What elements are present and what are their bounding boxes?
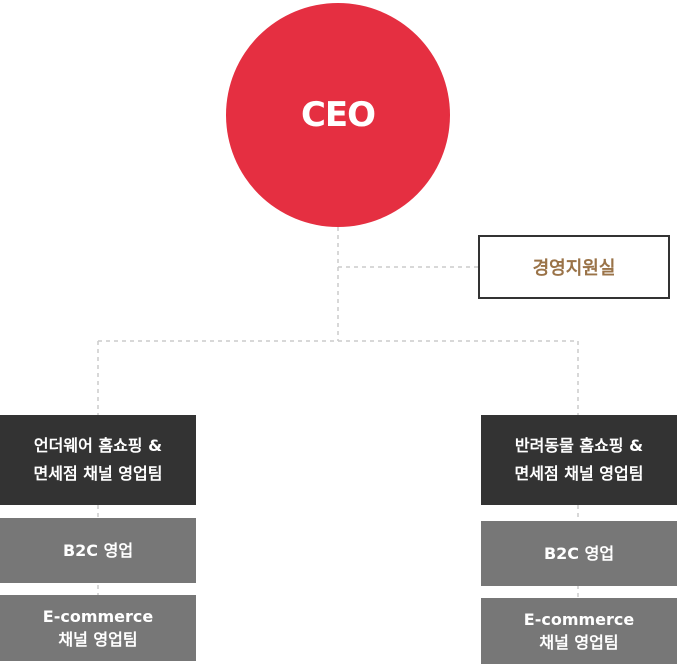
ecommerce-label-line1: E-commerce bbox=[523, 610, 635, 629]
team-label-line1: 반려동물 홈쇼핑 & bbox=[514, 436, 644, 455]
team-label-line2: 면세점 채널 영업팀 bbox=[514, 464, 644, 483]
support-office-node: 경영지원실 bbox=[478, 235, 670, 299]
team-label-line2: 면세점 채널 영업팀 bbox=[33, 464, 163, 483]
ecommerce-label-line2: 채널 영업팀 bbox=[58, 630, 138, 649]
right-b2c-sales-node: B2C 영업 bbox=[481, 521, 677, 586]
pet-sales-team-node: 반려동물 홈쇼핑 & 면세점 채널 영업팀 bbox=[481, 415, 677, 505]
underwear-sales-team-node: 언더웨어 홈쇼핑 & 면세점 채널 영업팀 bbox=[0, 415, 196, 505]
b2c-sales-label: B2C 영업 bbox=[62, 541, 134, 560]
ecommerce-label-line2: 채널 영업팀 bbox=[539, 633, 619, 652]
support-office-label: 경영지원실 bbox=[532, 258, 616, 279]
left-b2c-sales-node: B2C 영업 bbox=[0, 518, 196, 583]
ceo-label: CEO bbox=[300, 95, 376, 135]
left-ecommerce-team-node: E-commerce 채널 영업팀 bbox=[0, 595, 196, 661]
b2c-sales-label: B2C 영업 bbox=[543, 544, 615, 563]
team-label-line1: 언더웨어 홈쇼핑 & bbox=[33, 436, 163, 455]
right-ecommerce-team-node: E-commerce 채널 영업팀 bbox=[481, 598, 677, 664]
ecommerce-label-line1: E-commerce bbox=[42, 607, 154, 626]
ceo-node: CEO bbox=[226, 3, 450, 227]
